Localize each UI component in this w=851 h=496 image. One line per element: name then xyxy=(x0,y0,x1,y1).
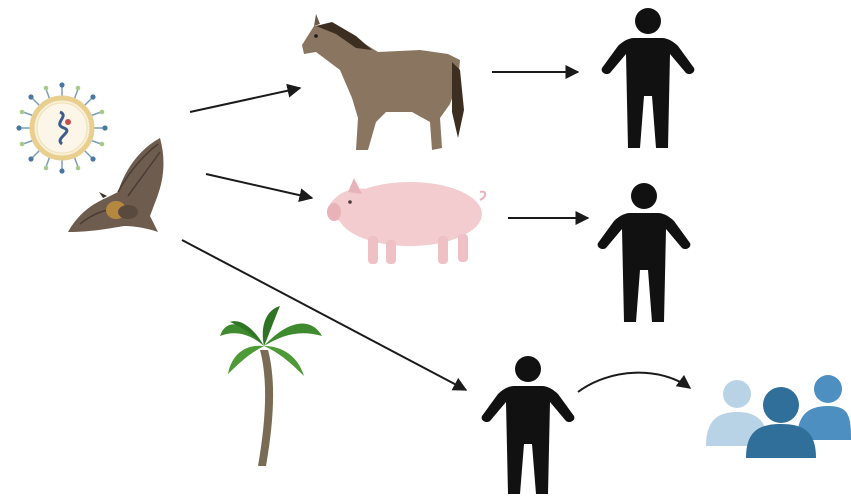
horse-icon xyxy=(302,14,464,150)
virus-icon xyxy=(16,82,107,173)
pig-icon xyxy=(327,178,485,264)
arrow-bat-to-horse xyxy=(190,88,300,112)
arrow-bat-to-human xyxy=(182,240,466,390)
person-icon-pig-route xyxy=(598,183,691,322)
person-icon-horse-route xyxy=(602,8,695,148)
person-icon-palm-route xyxy=(482,356,575,494)
group-of-people-icon xyxy=(706,375,851,458)
arrow-bat-to-pig xyxy=(206,174,312,198)
palm-tree-icon xyxy=(220,306,322,466)
arrow-human-to-community xyxy=(578,373,690,392)
